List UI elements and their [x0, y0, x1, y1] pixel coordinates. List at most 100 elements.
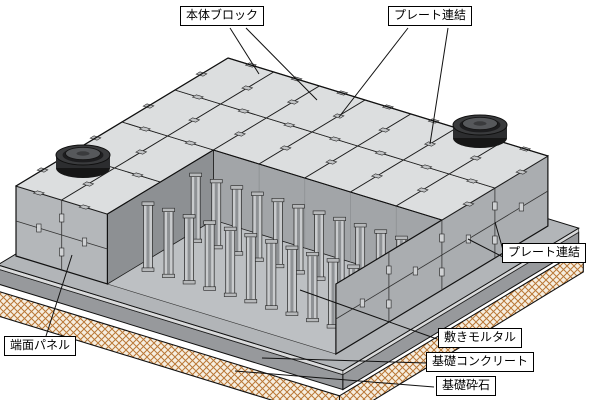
i-beam-web [297, 208, 300, 271]
plate-connector-tab [283, 122, 296, 128]
plate-connector-tab [515, 169, 528, 175]
plate-connector-tab [184, 140, 197, 146]
i-beam-base [265, 305, 278, 310]
i-beam-web [317, 214, 321, 277]
i-beam-cap [312, 210, 326, 215]
plate-connector-tab [378, 127, 391, 133]
plate-connector-tab [386, 265, 392, 275]
cut-edge [213, 149, 443, 221]
manhole-lid-center [473, 121, 487, 126]
i-beam-web [187, 218, 191, 281]
plate-connector-tab [359, 298, 365, 308]
leader-line [45, 254, 73, 337]
i-beam-cap [347, 264, 360, 269]
plate-connector-tab [412, 266, 418, 276]
i-beam-cap [395, 235, 408, 240]
plate-connector-tab [325, 159, 338, 165]
plate-connector-tab [492, 235, 498, 245]
leader-line [245, 27, 318, 101]
i-beam-web [290, 250, 294, 312]
panel-seam [335, 190, 549, 320]
i-beam-base [162, 273, 175, 279]
plate-connector-tab [82, 237, 88, 247]
plate-connector-tab [59, 247, 65, 257]
plate-connector-tab [188, 117, 201, 123]
i-beam-web [338, 221, 342, 284]
i-beam-base [141, 267, 155, 272]
i-beam-cap [306, 252, 319, 257]
cut-edge [107, 149, 214, 215]
i-beam-cap [285, 245, 299, 250]
i-beam-cap [374, 229, 388, 234]
plate-connector-tab [135, 149, 148, 155]
leader-line [429, 27, 449, 145]
plate-connector-tab [131, 172, 144, 178]
plate-connector-tab [286, 99, 299, 105]
i-beam-cap [292, 204, 305, 209]
plate-connector-tab [36, 223, 42, 233]
i-beam-base [244, 299, 258, 304]
i-beam-web [269, 243, 273, 306]
i-beam-cap [141, 201, 155, 206]
i-beam-web [276, 202, 280, 265]
i-beam-web [208, 224, 212, 287]
i-beam-base [182, 280, 196, 285]
i-beam-base [203, 286, 216, 291]
plate-connector-tab [374, 150, 387, 156]
plate-connector-tab [233, 131, 246, 137]
i-beam-cap [189, 172, 202, 177]
label-foundation-crushed-stone: 基礎砕石 [436, 376, 497, 396]
plate-connector-tab [439, 267, 445, 277]
plate-connector-tab [138, 126, 151, 132]
label-end-panel: 端面パネル [4, 336, 77, 356]
i-beam-web [249, 237, 253, 300]
i-beam-cap [244, 233, 258, 238]
i-beam-base [223, 292, 237, 297]
label-foundation-concrete: 基礎コンクリート [426, 352, 535, 372]
i-beam-web [331, 262, 335, 325]
panel-seam [15, 220, 108, 250]
leader-line [299, 289, 438, 340]
i-beam-web [255, 196, 259, 258]
leader-line [261, 357, 427, 364]
i-beam-cap [333, 216, 346, 221]
plate-connector-tab [191, 94, 204, 100]
i-beam-cap [265, 239, 278, 244]
leader-line [234, 370, 435, 388]
plate-connector-tab [466, 178, 479, 184]
i-beam-web [358, 227, 362, 290]
i-beam-cap [251, 191, 264, 196]
i-beam-cap [223, 226, 237, 231]
i-beam-cap [209, 179, 223, 184]
manhole-lid-center [76, 151, 90, 156]
i-beam-web [167, 212, 171, 275]
edge [15, 57, 229, 187]
i-beam-cap [353, 223, 367, 228]
i-beam-web [194, 177, 198, 240]
plate-connector-tab [237, 108, 250, 114]
plate-connector-tab [370, 173, 384, 179]
leader-line [338, 27, 409, 118]
label-bedding-mortar: 敷きモルタル [438, 328, 523, 348]
i-beam-base [285, 311, 299, 316]
plate-connector-tab [279, 145, 292, 151]
label-plate-connection-right: プレート連結 [502, 243, 587, 263]
plate-connector-tab [386, 299, 392, 309]
i-beam-web [146, 205, 150, 268]
i-beam-cap [271, 198, 285, 203]
i-beam-cap [326, 258, 340, 263]
plate-connector-tab [439, 233, 445, 243]
i-beam-cap [162, 207, 175, 212]
plate-connector-tab [416, 187, 429, 193]
i-beam-base [306, 317, 319, 323]
plate-connector-tab [462, 201, 475, 207]
plate-connector-tab [241, 85, 254, 91]
leader-line [229, 27, 260, 75]
plate-connector-tab [332, 113, 345, 119]
i-beam-web [235, 189, 239, 252]
plate-connector-tab [59, 213, 65, 223]
i-beam-web [310, 256, 314, 319]
plate-connector-tab [469, 155, 482, 161]
plate-connector-tab [82, 181, 95, 187]
